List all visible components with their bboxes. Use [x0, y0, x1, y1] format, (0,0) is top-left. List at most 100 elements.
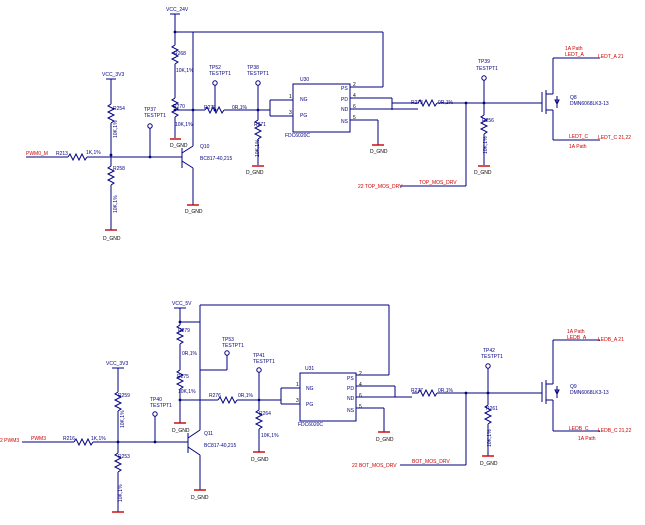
testpoint-tp38 [255, 80, 261, 86]
resistor-r276 [217, 395, 238, 405]
r276-value: 0R,1% [238, 393, 254, 399]
r279-value: 0R,1% [182, 351, 198, 357]
r259-label: R259 [118, 393, 130, 399]
u30-ps: PS [341, 86, 348, 92]
ledt-a-ref: LEDT_A 21 [598, 54, 624, 60]
junction [178, 320, 182, 324]
r261-label: R261 [486, 406, 498, 412]
junction [191, 108, 195, 112]
q11-ref: Q11 [204, 431, 213, 437]
circuit-top: VCC_24V R268 10K,1% R270 10K,1% D_GND R2… [26, 7, 631, 242]
q8-part: DMN6068LK3-13 [570, 101, 609, 107]
tp52-label: TP52 [209, 65, 221, 71]
r261-value: 10K,1% [487, 429, 493, 447]
gnd-label: D_GND [480, 461, 498, 467]
bot-mos-drv-net: BOT_MOS_DRV [412, 459, 450, 465]
tp42-sub: TESTPT1 [481, 354, 503, 360]
resistor-r264 [254, 409, 264, 430]
u30-ns: NS [341, 119, 349, 125]
tp41-label: TP41 [253, 353, 265, 359]
r279-label: R279 [178, 328, 190, 334]
gnd-label: D_GND [246, 170, 264, 176]
r258-label: R258 [113, 166, 125, 172]
path-label: 1A Path [567, 329, 585, 335]
u30-pin3: 3 [289, 110, 292, 116]
u31-pin2: 2 [359, 371, 362, 377]
junction [256, 108, 260, 112]
top-mos-drv-net: TOP_MOS_DRV [419, 180, 457, 186]
r213-label: R213 [56, 151, 68, 157]
resistor-r253 [113, 452, 123, 473]
u31-pin5: 5 [359, 404, 362, 410]
ledb-c-net: LEDB_C [569, 426, 589, 432]
u31-ps: PS [347, 376, 354, 382]
r268-label: R268 [174, 51, 186, 57]
q11-emitter [187, 446, 201, 456]
u30-pin5: 5 [353, 115, 356, 121]
testpoint-tp39 [481, 75, 487, 81]
r275-value: 10K,1% [178, 389, 196, 395]
path-label: 1A Path [565, 46, 583, 52]
u31-ns: NS [347, 408, 355, 414]
tp53-sub: TESTPT1 [222, 343, 244, 349]
vcc-24v-label: VCC_24V [166, 7, 189, 13]
u31-pin1: 1 [296, 382, 299, 388]
r268-value: 10K,1% [176, 68, 194, 74]
u31-ref: U31 [305, 366, 314, 372]
q10-emitter [181, 160, 194, 169]
top-mos-drv-ref: 22 TOP_MOS_DRV [358, 184, 403, 190]
junction [109, 153, 113, 157]
bot-mos-drv-ref: 22 BOT_MOS_DRV [352, 463, 397, 469]
ledt-a-net: LEDT_A [565, 52, 585, 58]
u31-pin4: 4 [359, 382, 362, 388]
r264-value: 10K,1% [261, 433, 279, 439]
pwm3-net: PWM3 [31, 436, 46, 442]
gnd-label: D_GND [185, 209, 203, 215]
r213-value: 1K,1% [86, 150, 101, 156]
resistor-r268 [170, 44, 180, 65]
q10-ref: Q10 [200, 144, 210, 150]
r253-label: R253 [118, 454, 130, 460]
vcc-5v-label: VCC_5V [172, 301, 192, 307]
u30-pin4: 4 [353, 93, 356, 99]
u31-part: FDC6020C [298, 422, 323, 428]
vcc-3v3-label: VCC_3V3 [102, 72, 124, 78]
r256-label: R256 [482, 118, 494, 124]
u30-pg: PG [300, 113, 307, 119]
ic-u30 [292, 83, 351, 133]
resistor-r254 [106, 103, 116, 124]
r264-label: R264 [259, 411, 271, 417]
resistor-r258 [106, 165, 116, 186]
tp37-label: TP37 [144, 107, 156, 113]
r216-label: R216 [63, 436, 75, 442]
r216-value: 1K,1% [91, 436, 106, 442]
r272-value: 0R,1% [232, 105, 248, 111]
r277-value: 0R,1% [438, 388, 454, 394]
u30-nd: ND [341, 107, 349, 113]
path-label: 1A Path [569, 144, 587, 150]
gnd-label: D_GND [370, 149, 388, 155]
r270-label: R270 [173, 104, 185, 110]
u31-ng: NG [306, 386, 314, 392]
q10-part: BC817-40,215 [200, 156, 232, 162]
resistor-r216 [73, 437, 94, 447]
u30-ref: U30 [300, 77, 309, 83]
vcc-3v3-label: VCC_3V3 [106, 361, 128, 367]
resistor-r275 [175, 369, 185, 390]
r276-label: R276 [209, 393, 221, 399]
tp40-sub: TESTPT1 [150, 403, 172, 409]
ic-u31 [299, 372, 357, 422]
gnd-label: D_GND [474, 170, 492, 176]
u31-pin3: 3 [296, 398, 299, 404]
resistor-r270 [170, 97, 180, 118]
tp42-label: TP42 [483, 348, 495, 354]
testpoint-tp53 [224, 350, 230, 356]
u30-pd: PD [341, 97, 348, 103]
gnd-label: D_GND [251, 457, 269, 463]
u30-part: FDC6020C [285, 133, 310, 139]
r254-label: R254 [113, 106, 125, 112]
tp40-label: TP40 [150, 397, 162, 403]
gnd-label: D_GND [170, 143, 188, 149]
pwm0-m-net: PWM0_M [26, 151, 48, 157]
